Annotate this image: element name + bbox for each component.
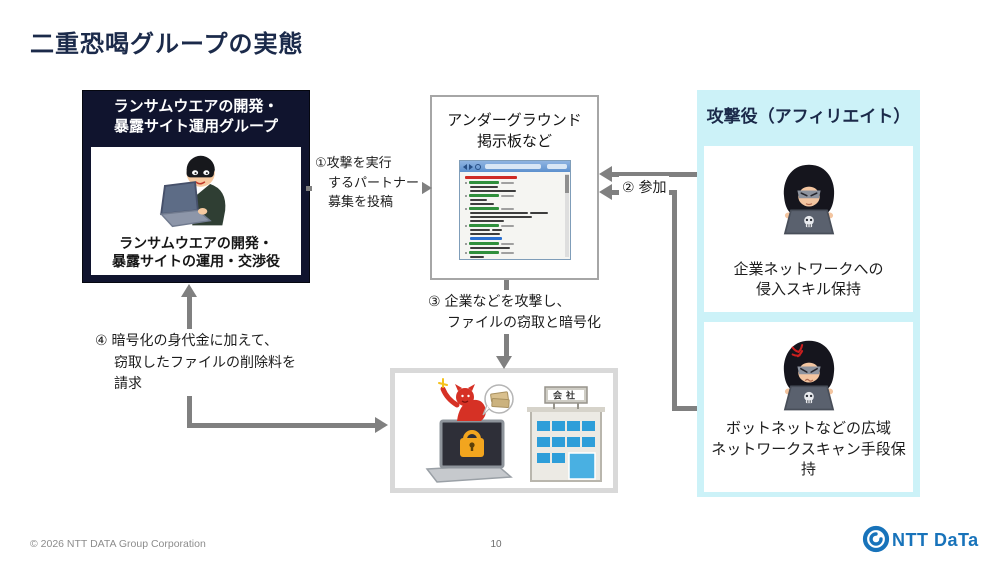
step1-label: ①攻撃を実行 するパートナー 募集を投稿 xyxy=(312,152,423,213)
affiliate-panel: 攻撃役（アフィリエイト） 企業ネットワークへの 侵入スキル保持 xyxy=(697,90,920,497)
arrow-step4-hline xyxy=(187,423,377,428)
browser-titlebar xyxy=(459,161,570,172)
arrow-step2b-vline xyxy=(672,190,677,411)
address-bar xyxy=(484,164,541,169)
dev-group-caption: ランサムウエアの開発・ 暴露サイトの運用・交渉役 xyxy=(112,234,280,269)
scrollbar xyxy=(564,174,569,257)
arrow-step2a-line xyxy=(612,172,697,177)
forum-posts xyxy=(460,172,570,259)
step3-label: ③ 企業などを攻撃し、 ファイルの窃取と暗号化 xyxy=(425,290,604,334)
forward-icon xyxy=(468,163,473,170)
arrow-step1-head xyxy=(419,180,432,196)
building-sign-text: 会社 xyxy=(553,390,579,401)
back-icon xyxy=(462,163,467,170)
page-title: 二重恐喝グループの実態 xyxy=(30,31,304,58)
browser-button xyxy=(546,164,567,169)
arrow-step3-head xyxy=(496,356,512,369)
step4-label: ④ 暗号化の身代金に加えて、 窃取したファイルの削除料を 請求 xyxy=(92,329,299,397)
ntt-data-logo-text: NTT DaTa xyxy=(892,530,979,550)
arrow-step2b-head xyxy=(599,184,612,200)
arrow-step4-right-head xyxy=(375,417,388,433)
forum-screenshot xyxy=(458,160,571,260)
affiliate-card-botnet: ボットネットなどの広域 ネットワークスキャン手段保持 xyxy=(704,322,913,492)
victim-company-box: 会社 xyxy=(390,368,618,493)
ransomware-dev-group-box: ランサムウエアの開発・ 暴露サイト運用グループ xyxy=(82,90,310,283)
dev-group-header: ランサムウエアの開発・ 暴露サイト運用グループ xyxy=(113,98,279,135)
board-title: アンダーグラウンド 掲示板など xyxy=(447,112,582,150)
underground-board-box: アンダーグラウンド 掲示板など xyxy=(430,95,599,280)
affiliate-card-caption: 企業ネットワークへの 侵入スキル保持 xyxy=(733,260,884,298)
affiliate-card-caption: ボットネットなどの広域 ネットワークスキャン手段保持 xyxy=(711,420,906,478)
ntt-data-logo-icon xyxy=(862,525,890,553)
arrow-step4-up-head xyxy=(181,284,197,297)
arrow-step2a-head xyxy=(599,166,612,182)
ntt-data-logo: NTT DaTa xyxy=(860,521,994,562)
scrollbar-thumb xyxy=(564,175,569,193)
ransom-attack-illustration: 会社 xyxy=(425,378,605,483)
page-number: 10 xyxy=(490,539,502,550)
anger-mark-icon xyxy=(791,344,803,358)
hooded-hacker-illustration xyxy=(783,164,834,235)
affiliate-panel-title: 攻撃役（アフィリエイト） xyxy=(706,107,911,126)
affiliate-card-intrusion: 企業ネットワークへの 侵入スキル保持 xyxy=(704,146,913,312)
step2-label: ② 参加 xyxy=(619,176,670,198)
reload-icon xyxy=(474,163,481,170)
burglar-hacker-illustration xyxy=(159,155,226,228)
angry-hooded-hacker-illustration xyxy=(783,340,834,411)
copyright-text: © 2026 NTT DATA Group Corporation xyxy=(30,538,206,550)
dev-group-inner-card: ランサムウエアの開発・ 暴露サイトの運用・交渉役 xyxy=(91,147,301,275)
arrow-step2b-hline xyxy=(672,406,697,411)
